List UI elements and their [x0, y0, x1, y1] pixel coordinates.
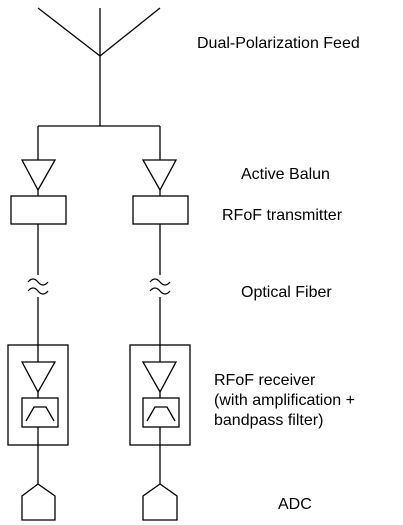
left-rfof-transmitter-box [10, 195, 67, 225]
feed-splitter [37, 125, 161, 160]
left-bandpass-filter-icon [25, 406, 55, 422]
right-fiber-break-icon [149, 278, 171, 286]
left-receiver-amplifier-icon [20, 361, 57, 394]
right-fiber-break-icon [149, 287, 171, 295]
right-rfof-transmitter-box [132, 195, 189, 225]
right-chain [129, 159, 191, 521]
left-fiber-break-icon [27, 278, 49, 286]
right-adc-icon [142, 483, 178, 521]
optical-fiber-label: Optical Fiber [241, 284, 332, 301]
right-balun-amplifier-icon [141, 159, 178, 192]
right-bandpass-filter-box [142, 397, 180, 428]
right-bandpass-filter-icon [146, 406, 176, 422]
balun-label: Active Balun [241, 166, 330, 183]
left-fiber-break-icon [27, 287, 49, 295]
rfof-receiver-label: RFoF receiver (with amplification + band… [214, 372, 355, 429]
dual-polarization-feed-symbol [37, 7, 161, 126]
left-balun-amplifier-icon [20, 159, 57, 192]
left-bandpass-filter-box [21, 397, 59, 428]
feed-label: Dual-Polarization Feed [197, 35, 360, 52]
left-adc-icon [21, 483, 56, 521]
adc-label: ADC [278, 496, 312, 513]
rfof-transmitter-label: RFoF transmitter [222, 207, 343, 224]
right-receiver-amplifier-icon [141, 361, 178, 394]
left-chain [7, 159, 69, 521]
